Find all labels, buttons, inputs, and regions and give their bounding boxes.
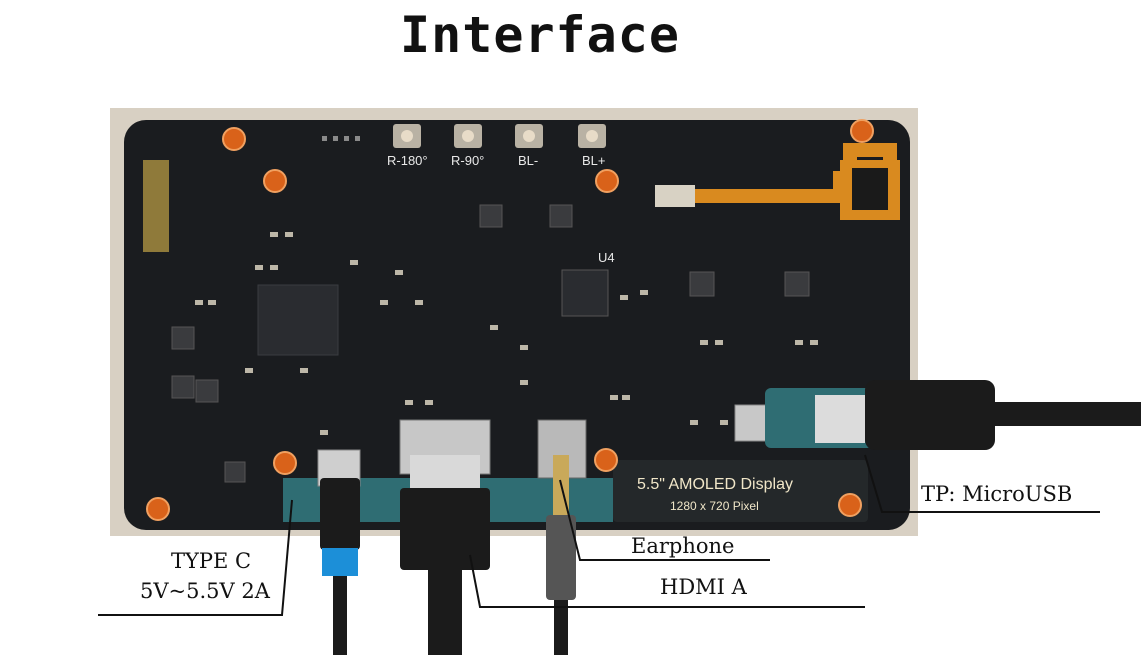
page-title: Interface <box>400 6 680 64</box>
touch-ic <box>852 168 888 210</box>
button-label-r180: R-180° <box>387 153 428 168</box>
standoffs <box>146 119 874 521</box>
button-label-r90: R-90° <box>451 153 484 168</box>
display-name: 5.5" AMOLED Display <box>637 476 793 493</box>
typec-label: TYPE C <box>171 549 252 573</box>
typec-callout-line <box>98 499 293 616</box>
chip-label: U4 <box>598 250 615 265</box>
microusb-cable <box>995 402 1141 426</box>
inductors <box>171 204 810 483</box>
controller-ic <box>561 269 609 317</box>
gold-strip <box>143 160 169 252</box>
earphone-plug-body <box>546 515 576 600</box>
earphone-callout-line <box>559 479 770 561</box>
button-label-bl-minus: BL- <box>518 153 538 168</box>
earphone-label: Earphone <box>631 534 735 558</box>
pcb-board <box>124 120 910 530</box>
status-leds <box>322 136 360 141</box>
hdmi-label: HDMI A <box>660 575 747 599</box>
callout-lines <box>98 454 1100 616</box>
typec-spec-label: 5V~5.5V 2A <box>140 579 270 603</box>
microusb-plug-housing <box>865 380 995 450</box>
hdmi-plug-body <box>400 488 490 570</box>
display-label-area <box>613 460 868 522</box>
earphone-cable <box>554 600 568 655</box>
typec-plug <box>320 478 360 550</box>
microusb-plug-shell <box>815 395 865 443</box>
hdmi-callout-line <box>469 554 865 608</box>
typec-cable <box>333 576 347 655</box>
smd-components <box>195 232 818 435</box>
tp-callout-line <box>864 454 1100 513</box>
button-label-bl-plus: BL+ <box>582 153 606 168</box>
fpc-connector <box>655 185 695 207</box>
hdmi-cable <box>428 570 462 655</box>
typec-strain-relief <box>322 548 358 576</box>
push-buttons <box>393 124 606 148</box>
main-ic <box>257 284 339 356</box>
display-resolution: 1280 x 720 Pixel <box>670 499 759 513</box>
tp-microusb-label: TP: MicroUSB <box>921 482 1073 506</box>
